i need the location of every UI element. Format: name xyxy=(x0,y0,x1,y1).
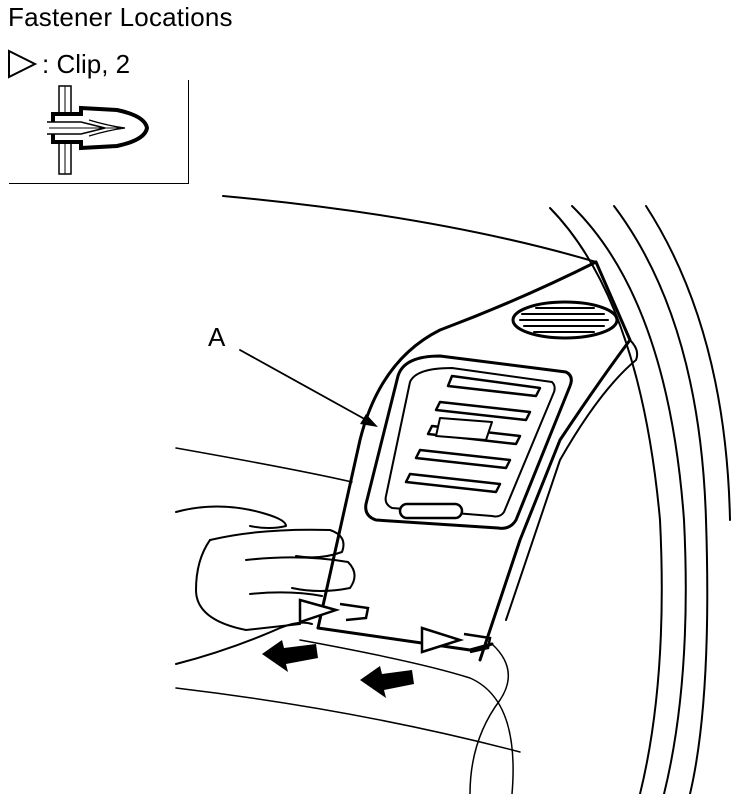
clip-marker-left xyxy=(298,598,370,624)
clip-triangle-icon xyxy=(8,49,38,79)
legend: : Clip, 2 xyxy=(6,48,130,80)
dashboard-illustration xyxy=(175,195,731,794)
clip-marker-right xyxy=(420,626,492,654)
pull-arrow-left xyxy=(262,640,318,672)
clip-detail-inset xyxy=(9,80,189,184)
pull-arrow-right xyxy=(360,666,414,698)
legend-label: : Clip, 2 xyxy=(42,48,131,79)
callout-a-label: A xyxy=(208,322,226,352)
clip-detail-drawing xyxy=(47,85,150,175)
page-title: Fastener Locations xyxy=(8,2,233,32)
